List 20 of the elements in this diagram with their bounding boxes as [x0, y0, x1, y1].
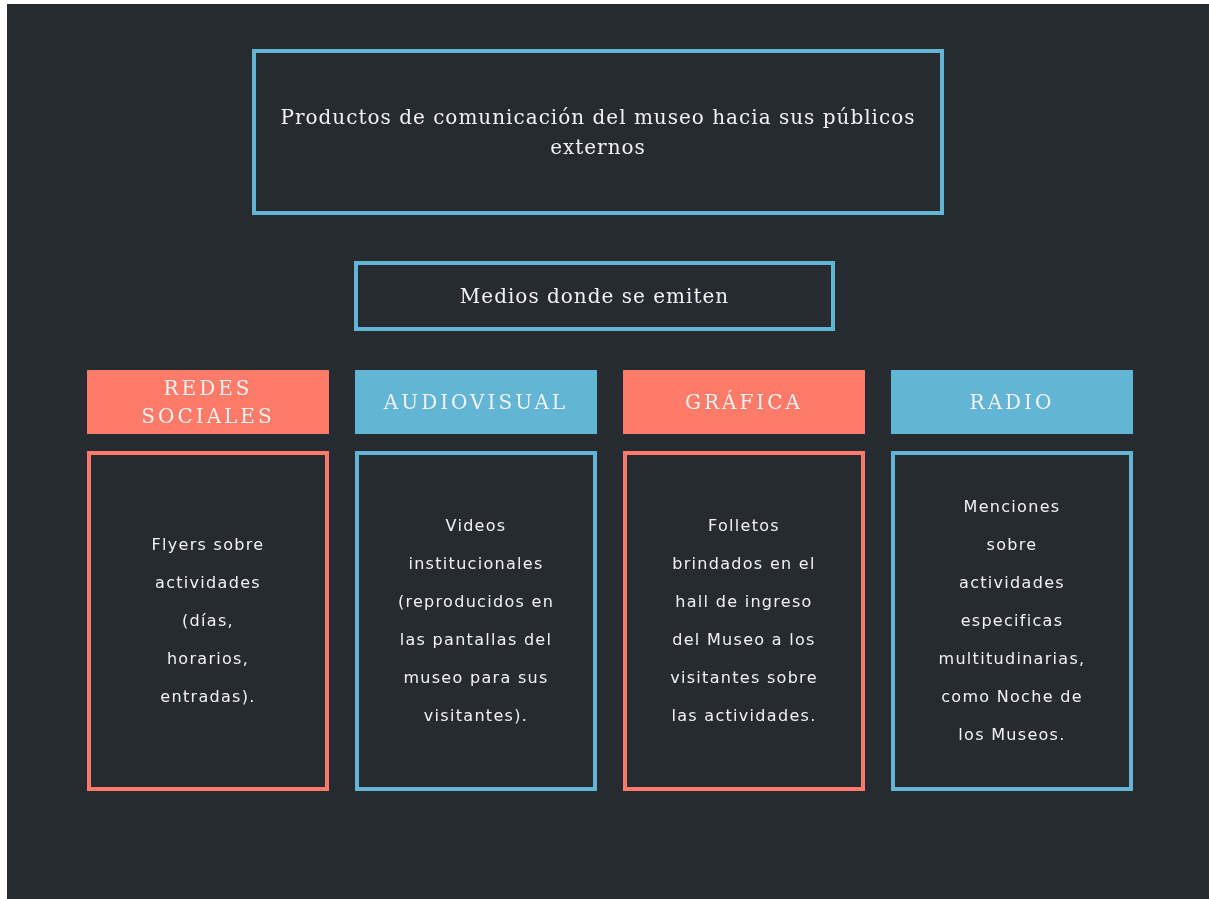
title-box — [252, 49, 944, 215]
header-text: RADIO — [969, 389, 1055, 416]
column-header — [87, 370, 329, 434]
description-box — [623, 451, 865, 791]
title-text: Productos de comunicación del museo hacia sus públicos externos — [279, 104, 917, 161]
description-box — [355, 451, 597, 791]
description-box — [87, 451, 329, 791]
header-text: GRÁFICA — [685, 389, 803, 416]
description-text: Menciones sobre actividades especificas multitudinarias, como Noche de los Museos. — [937, 496, 1087, 746]
header-text: REDES SOCIALES — [140, 375, 276, 430]
description-text: Folletos brindados en el hall de ingreso del Museo a los visitantes sobre las actividades. — [669, 515, 819, 727]
column-header — [355, 370, 597, 434]
description-box — [891, 451, 1133, 791]
description-text: Medios donde se emiten — [459, 283, 730, 310]
header-text: AUDIOVISUAL — [383, 389, 569, 416]
category-box — [354, 261, 835, 331]
column-header — [891, 370, 1133, 434]
description-text: Flyers sobre actividades (días, horarios, entradas). — [150, 534, 266, 708]
description-text: Videos institucionales (reproducidos en las pantallas del museo para sus visitantes). — [396, 515, 556, 727]
column-header — [623, 370, 865, 434]
